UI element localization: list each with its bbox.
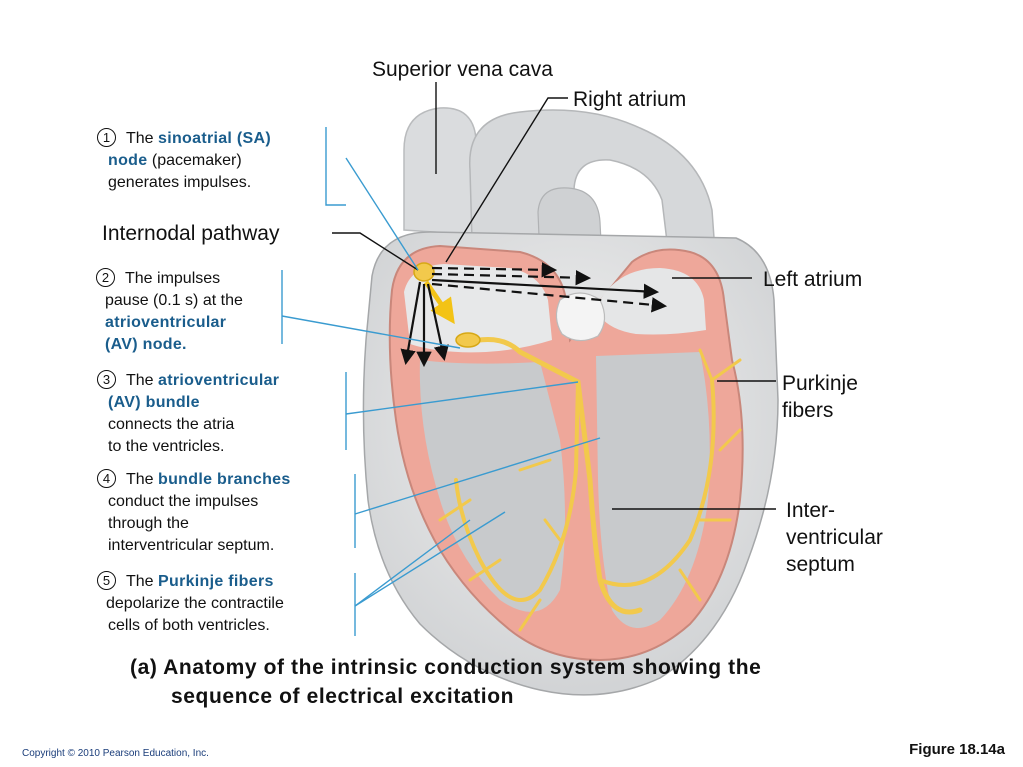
label-purkinje-fibers: Purkinje fibers <box>782 370 858 424</box>
step-4: 4 The bundle branches conduct the impulse… <box>97 469 291 557</box>
label-superior-vena-cava: Superior vena cava <box>372 58 553 81</box>
step-5-keyword: Purkinje fibers <box>158 573 274 590</box>
step-1-pre: The <box>126 130 154 147</box>
step-1-rest: (pacemaker) <box>151 152 242 169</box>
label-right-atrium: Right atrium <box>573 88 687 111</box>
step-2-keyword2: (AV) node. <box>105 336 187 353</box>
step-3-line1: connects the atria <box>108 416 235 433</box>
label-septum-line3: septum <box>786 553 855 576</box>
aorta <box>469 109 716 263</box>
step-number-2: 2 <box>96 268 115 287</box>
label-left-atrium: Left atrium <box>763 268 863 291</box>
label-septum-line1: Inter- <box>786 499 836 522</box>
step-1-line2: generates impulses. <box>108 174 252 191</box>
step-4-line1: conduct the impulses <box>108 493 259 510</box>
label-septum-line2: ventricular <box>786 526 883 549</box>
step-1-keyword2: node <box>108 152 148 169</box>
leader-lines <box>281 82 776 636</box>
right-atrium-chamber <box>404 264 552 353</box>
av-node <box>455 332 481 348</box>
label-purkinje-line2: fibers <box>782 399 834 422</box>
step-1: 1 The sinoatrial (SA) node (pacemaker) ge… <box>97 128 271 194</box>
label-interventricular-septum: Inter- ventricular septum <box>786 497 883 578</box>
superior-vena-cava <box>403 107 479 236</box>
copyright-notice: Copyright © 2010 Pearson Education, Inc. <box>22 748 209 759</box>
step-5-pre: The <box>126 573 154 590</box>
step-5: 5 The Purkinje fibers depolarize the cont… <box>97 571 284 637</box>
right-ventricle-chamber <box>419 360 565 612</box>
step-number-1: 1 <box>97 128 116 147</box>
label-internodal-pathway: Internodal pathway <box>102 222 280 245</box>
step-2-keyword: atrioventricular <box>105 314 227 331</box>
step-5-line1: depolarize the contractile <box>106 595 284 612</box>
figure-number: Figure 18.14a <box>909 741 1005 758</box>
av-delay-arrow <box>423 280 455 325</box>
figure-caption: (a) Anatomy of the intrinsic conduction … <box>130 653 761 711</box>
caption-line2: sequence of electrical excitation <box>171 685 515 708</box>
step-4-line3: interventricular septum. <box>108 537 275 554</box>
step-number-5: 5 <box>97 571 116 590</box>
aortic-valve <box>555 292 606 342</box>
step-number-4: 4 <box>97 469 116 488</box>
step-2: 2 The impulses pause (0.1 s) at the atrio… <box>96 268 243 356</box>
step-4-keyword: bundle branches <box>158 471 291 488</box>
step-1-keyword: sinoatrial (SA) <box>158 130 271 147</box>
step-5-line2: cells of both ventricles. <box>108 617 270 634</box>
sa-node <box>413 262 435 282</box>
step-4-pre: The <box>126 471 154 488</box>
step-4-line2: through the <box>108 515 189 532</box>
step-3-pre: The <box>126 372 154 389</box>
left-ventricle-chamber <box>596 352 710 628</box>
step-3-line2: to the ventricles. <box>108 438 225 455</box>
step-3-keyword2: (AV) bundle <box>108 394 200 411</box>
step-number-3: 3 <box>97 370 116 389</box>
step-3: 3 The atrioventricular (AV) bundle connec… <box>97 370 279 458</box>
label-purkinje-line1: Purkinje <box>782 372 858 395</box>
internodal-arrows <box>400 262 668 368</box>
step-2-pre: The impulses <box>125 270 221 287</box>
step-2-line1: pause (0.1 s) at the <box>105 292 243 309</box>
step-3-keyword: atrioventricular <box>158 372 280 389</box>
caption-line1: (a) Anatomy of the intrinsic conduction … <box>130 656 762 679</box>
